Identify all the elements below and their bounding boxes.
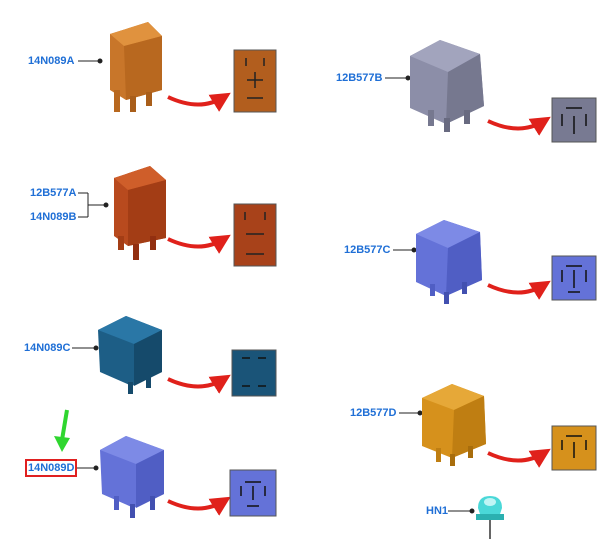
pin-face-icon — [551, 255, 597, 301]
red-arrow-icon — [487, 116, 551, 136]
leader-lines — [72, 58, 475, 514]
relay-icon — [110, 22, 162, 112]
relay-icon — [98, 316, 162, 394]
relay-icon — [422, 384, 486, 466]
relay-icon — [100, 436, 164, 518]
green-pointer-icon — [54, 409, 70, 452]
red-arrow-icon — [167, 234, 231, 254]
pin-face-icon — [229, 469, 277, 517]
part-label-hn1: HN1 — [426, 505, 449, 517]
relay-icon — [410, 40, 484, 132]
part-label-14n089c: 14N089C — [24, 342, 71, 354]
part-label-14n089a: 14N089A — [28, 55, 75, 67]
part-label-12b577a: 12B577A — [30, 187, 77, 199]
red-arrow-icon — [487, 448, 551, 468]
pin-face-icon — [233, 49, 277, 113]
part-label-12b577b: 12B577B — [336, 72, 383, 84]
part-label-12b577c: 12B577C — [344, 244, 391, 256]
part-label-14n089d-highlighted: 14N089D — [24, 459, 78, 477]
led-icon — [476, 496, 504, 539]
red-arrow-icon — [487, 280, 551, 300]
relay-icon — [114, 166, 166, 260]
pin-face-icon — [551, 425, 597, 471]
part-label-12b577d: 12B577D — [350, 407, 397, 419]
red-arrow-icon — [167, 496, 231, 516]
red-arrow-icon — [167, 92, 231, 112]
pin-face-icon — [551, 97, 597, 143]
pin-face-icon — [233, 203, 277, 267]
pin-face-icon — [231, 349, 277, 397]
relay-icon — [416, 220, 482, 304]
part-label-14n089b: 14N089B — [30, 211, 77, 223]
red-arrow-icon — [167, 374, 231, 394]
